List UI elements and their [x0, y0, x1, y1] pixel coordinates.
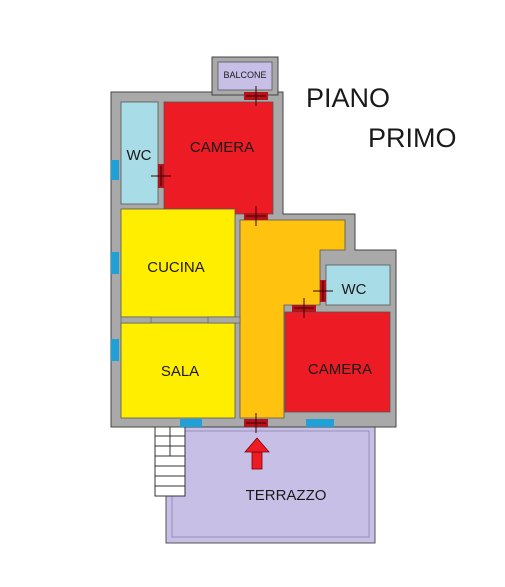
- plan-title-line2: PRIMO: [368, 123, 457, 153]
- partition-wall-right: [207, 316, 241, 324]
- sala-label: SALA: [161, 363, 199, 380]
- door-markers: [151, 86, 333, 433]
- terrazzo-label: TERRAZZO: [246, 487, 327, 504]
- cucina-label: CUCINA: [147, 259, 205, 276]
- hallway: [239, 219, 346, 419]
- camera-right-room: [284, 311, 391, 413]
- plan-title-line1: PIANO: [306, 83, 390, 113]
- wc-top-label: WC: [127, 147, 152, 164]
- entrance-arrow-icon: [244, 437, 270, 470]
- wc-top-room: [120, 101, 159, 205]
- wc-right-room: [325, 264, 391, 306]
- balcony-floor: [217, 61, 273, 91]
- balcone-label: BALCONE: [223, 70, 266, 80]
- window-sala: [111, 339, 119, 361]
- wc-right-label: WC: [342, 281, 367, 298]
- cucina-room: [120, 208, 236, 318]
- window-camera-right: [306, 419, 334, 427]
- sala-room: [120, 322, 236, 419]
- window-sala-bottom: [180, 419, 202, 427]
- terrace-area: [165, 424, 376, 544]
- camera-right-label: CAMERA: [308, 361, 372, 378]
- camera-top-label: CAMERA: [190, 139, 254, 156]
- staircase: [154, 425, 186, 497]
- camera-top-room: [163, 101, 274, 215]
- window-cucina: [111, 252, 119, 274]
- partition-wall-left: [120, 316, 152, 324]
- window-wc-top: [111, 160, 119, 180]
